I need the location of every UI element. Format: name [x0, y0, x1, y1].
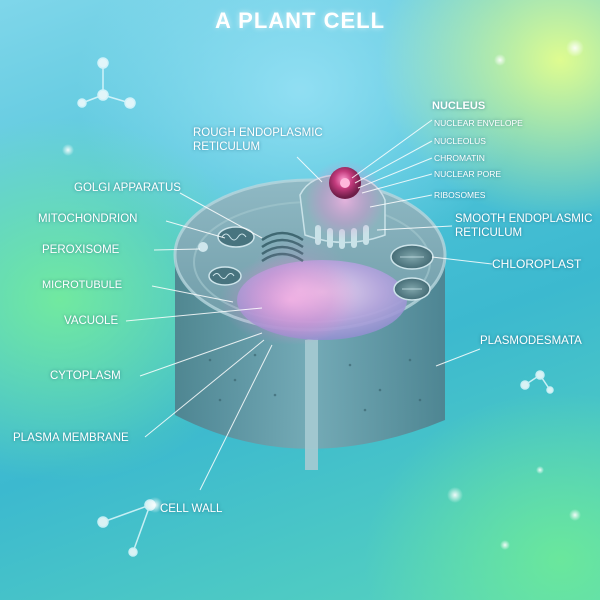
peroxisome-shape [198, 242, 208, 252]
leader-nuclear-envelope [351, 119, 433, 179]
leader-nucleolus [354, 140, 433, 184]
chloroplast-shapes [390, 244, 434, 301]
label-vacuole: VACUOLE [64, 315, 119, 327]
diagram-title: A PLANT CELL [214, 8, 386, 33]
label-cell-wall: CELL WALL [160, 503, 223, 515]
label-nuclear-envelope: NUCLEAR ENVELOPE [434, 118, 523, 128]
leader-chloroplast [431, 256, 493, 265]
label-chloroplast: CHLOROPLAST [492, 257, 582, 271]
leader-nuclear-pore [361, 173, 433, 194]
leader-plasma-membrane [144, 339, 265, 438]
label-nucleus: NUCLEUS [432, 100, 486, 112]
leader-peroxisome [153, 248, 201, 251]
sparkles [62, 39, 584, 550]
leader-microtubule [151, 285, 234, 303]
leader-ribosomes [369, 194, 433, 208]
label-mitochondrion: MITOCHONDRION [38, 213, 138, 225]
label-plasma-membrane: PLASMA MEMBRANE [13, 432, 129, 444]
label-nucleolus: NUCLEOLUS [434, 136, 486, 146]
leader-rough-er [296, 156, 323, 183]
leader-vacuole [125, 307, 263, 322]
label-chromatin: CHROMATIN [434, 153, 485, 163]
molecule-decoration-top-left [77, 57, 136, 109]
label-plasmodesmata: PLASMODESMATA [480, 335, 582, 347]
label-cytoplasm: CYTOPLASM [50, 370, 121, 382]
leader-mitochondrion [165, 220, 226, 239]
leader-plasmodesmata [435, 348, 481, 367]
label-smooth-er: SMOOTH ENDOPLASMIC RETICULUM [455, 213, 593, 240]
mitochondrion-shapes [208, 226, 255, 286]
leader-cytoplasm [139, 332, 263, 377]
leader-chromatin [357, 157, 433, 189]
label-peroxisome: PEROXISOME [42, 244, 120, 256]
label-nuclear-pore: NUCLEAR PORE [434, 169, 502, 179]
label-rough-er: ROUGH ENDOPLASMIC RETICULUM [193, 127, 323, 154]
label-microtubule: MICROTUBULE [42, 279, 123, 291]
label-ribosomes: RIBOSOMES [434, 190, 486, 200]
leader-smooth-er [376, 225, 453, 231]
leader-golgi [179, 192, 263, 239]
leader-cell-wall [199, 344, 273, 491]
molecule-decoration-right [520, 370, 554, 394]
label-golgi: GOLGI APPARATUS [74, 182, 181, 194]
